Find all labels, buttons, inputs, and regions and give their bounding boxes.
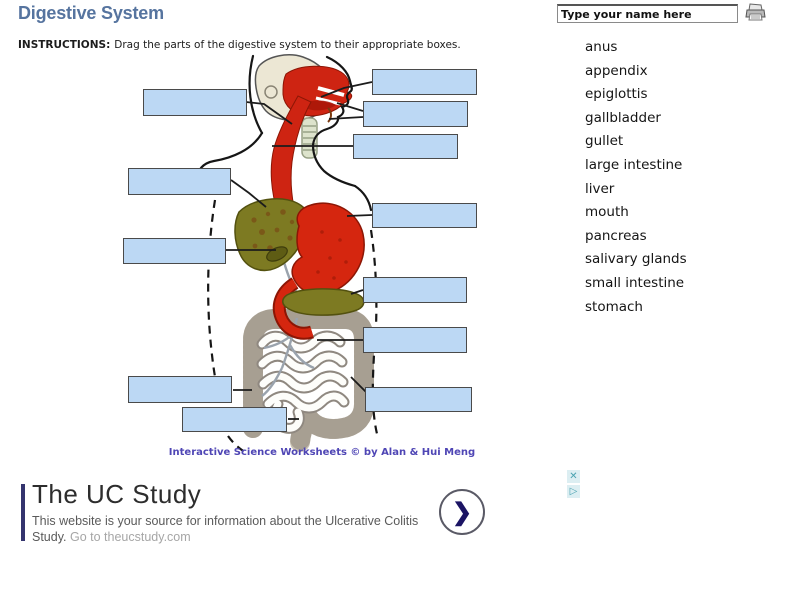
chevron-right-icon: ❯: [451, 498, 473, 526]
drop-box-9[interactable]: [363, 327, 467, 353]
instructions: INSTRUCTIONS:Drag the parts of the diges…: [18, 39, 461, 51]
word-bank-item-anus[interactable]: anus: [585, 39, 618, 55]
ad-accent-bar: [21, 484, 25, 541]
stomach-art: [291, 202, 365, 295]
drop-box-1[interactable]: [143, 89, 247, 116]
word-bank-item-small-intestine[interactable]: small intestine: [585, 274, 685, 291]
instructions-text: Drag the parts of the digestive system t…: [114, 39, 461, 51]
print-button[interactable]: [744, 2, 768, 24]
digestive-system-diagram: [100, 40, 500, 462]
name-input[interactable]: [557, 4, 738, 23]
drop-box-11[interactable]: [182, 407, 287, 432]
ad-link[interactable]: Go to theucstudy.com: [70, 530, 191, 544]
ad-body-text: This website is your source for informat…: [32, 514, 419, 544]
word-bank-item-epiglottis[interactable]: epiglottis: [585, 86, 648, 103]
drop-box-7[interactable]: [372, 203, 477, 228]
drop-box-5[interactable]: [128, 168, 231, 195]
adchoices-icon[interactable]: ▷: [567, 485, 580, 498]
drop-box-6[interactable]: [123, 238, 226, 264]
pancreas-art: [282, 288, 365, 316]
word-bank-item-gullet[interactable]: gullet: [585, 133, 624, 150]
drop-box-10[interactable]: [128, 376, 232, 403]
ad-close-icon[interactable]: ✕: [567, 470, 580, 483]
ad-controls: ✕ ▷: [567, 470, 580, 500]
word-bank-item-appendix[interactable]: appendix: [585, 62, 648, 79]
worksheet-credit: Interactive Science Worksheets © by Alan…: [168, 447, 476, 458]
page-title: Digestive System: [18, 3, 164, 23]
leader-lines: [226, 81, 373, 420]
word-bank: anus appendix epiglottis gallbladder gul…: [585, 36, 687, 319]
advertisement[interactable]: The UC Study This website is your source…: [16, 478, 594, 550]
word-bank-item-large-intestine[interactable]: large intestine: [585, 156, 683, 173]
word-bank-item-liver[interactable]: liver: [585, 180, 615, 197]
drop-box-4[interactable]: [353, 134, 458, 159]
word-bank-item-mouth[interactable]: mouth: [585, 204, 629, 221]
instructions-label: INSTRUCTIONS:: [18, 39, 111, 51]
drop-box-3[interactable]: [363, 101, 468, 127]
small-intestine-art: [256, 330, 350, 434]
word-bank-item-stomach[interactable]: stomach: [585, 298, 643, 315]
drop-box-12[interactable]: [365, 387, 472, 412]
ad-title[interactable]: The UC Study: [32, 479, 202, 509]
duodenum-art: [272, 277, 314, 340]
drop-box-2[interactable]: [372, 69, 477, 95]
word-bank-item-pancreas[interactable]: pancreas: [585, 227, 647, 244]
word-bank-item-salivary-glands[interactable]: salivary glands: [585, 251, 687, 268]
large-intestine-art: [243, 309, 374, 452]
word-bank-item-gallbladder[interactable]: gallbladder: [585, 109, 661, 126]
printer-icon: [745, 3, 766, 21]
ad-arrow-button[interactable]: ❯: [439, 489, 485, 535]
drop-box-8[interactable]: [363, 277, 467, 303]
ad-body: This website is your source for informat…: [32, 513, 456, 545]
